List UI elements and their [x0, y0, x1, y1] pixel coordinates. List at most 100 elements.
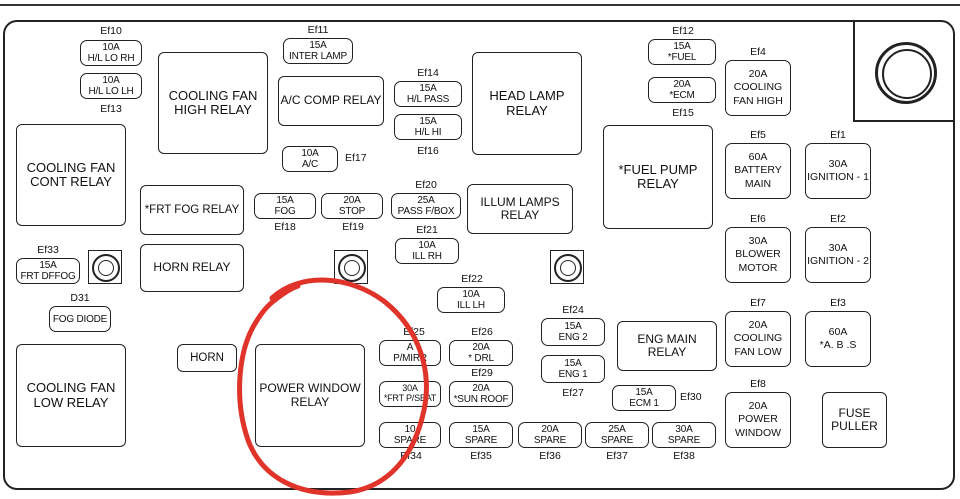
- fuse-rating: 10A: [418, 240, 436, 251]
- fuse-circuit: *A. B .S: [819, 339, 857, 351]
- fuse-rating: 20A: [343, 195, 361, 206]
- fog-diode: FOG DIODE: [49, 306, 111, 332]
- fuse-id-label: Ef11: [307, 24, 329, 36]
- fuse-id-label: Ef10: [100, 25, 122, 37]
- fuse-circuit: SPARE: [600, 435, 634, 446]
- relay-label: RELAY: [500, 208, 540, 222]
- fuse-rating: 15A: [419, 116, 437, 127]
- relay-label: HORN: [190, 351, 224, 364]
- fuse-rating: 20A: [541, 424, 559, 435]
- fuse-circuit: * DRL: [468, 353, 494, 364]
- fuse-id-label: Ef7: [750, 297, 766, 309]
- fuse-id-label: Ef1: [830, 129, 846, 141]
- fuse-id-label: Ef33: [37, 244, 59, 256]
- main-stud-bolt-icon: [853, 22, 953, 122]
- fuse-circuit: ILL RH: [412, 251, 442, 262]
- fuse-rating: 10A: [462, 289, 480, 300]
- fuse-rating: 60A: [748, 151, 768, 164]
- fuse-ef15: 20A*ECM: [648, 77, 716, 103]
- fuse-ef3: 60A*A. B .S: [805, 311, 871, 367]
- fuse-rating: 15A: [635, 387, 653, 398]
- fuse-id-label: D31: [70, 292, 90, 304]
- fuse-id-label: Ef4: [750, 46, 766, 58]
- fuse-rating: 10: [404, 424, 416, 435]
- fuse-rating: 10A: [301, 148, 319, 159]
- head-lamp-relay: HEAD LAMP RELAY: [472, 52, 582, 155]
- fuse-rating: 15A: [419, 83, 437, 94]
- fuse-rating: 10A: [102, 42, 120, 53]
- cooling-fan-high-relay: COOLING FAN HIGH RELAY: [158, 52, 268, 154]
- terminal-bolt-icon: [88, 250, 122, 284]
- fuse-circuit: POWER: [738, 413, 778, 426]
- fuse-rating: 20A: [472, 383, 490, 394]
- terminal-bolt-icon: [550, 250, 584, 284]
- fuse-id-label: Ef21: [416, 224, 438, 236]
- fuse-id-label: Ef18: [274, 221, 296, 233]
- fuse-id-label: Ef3: [830, 297, 846, 309]
- fuse-circuit: PASS F/BOX: [397, 206, 455, 217]
- fuse-id-label: Ef30: [680, 391, 702, 403]
- relay-label: POWER WINDOW: [259, 381, 361, 396]
- fuse-id-label: Ef37: [606, 450, 628, 462]
- fuse-circuit: *FUEL: [667, 52, 697, 63]
- fuse-rating: 30A: [675, 424, 693, 435]
- fuse-circuit: H/L LO LH: [88, 86, 134, 97]
- fuse-puller: FUSE PULLER: [822, 392, 887, 448]
- fuse-circuit: FOG: [274, 206, 296, 217]
- fuse-circuit: H/L PASS: [406, 94, 450, 105]
- horn-relay: HORN RELAY: [140, 244, 244, 292]
- relay-label: COOLING FAN: [26, 159, 116, 175]
- relay-label: HORN RELAY: [153, 260, 231, 275]
- fuse-rating: 20A: [748, 319, 768, 332]
- fuse-circuit: MOTOR: [738, 261, 778, 274]
- fuse-circuit: ENG 2: [558, 332, 588, 343]
- eng-main-relay: ENG MAIN RELAY: [617, 321, 717, 371]
- fuse-id-label: Ef36: [539, 450, 561, 462]
- fuse-circuit: H/L HI: [414, 127, 442, 138]
- fuse-circuit: BATTERY: [734, 164, 782, 177]
- fuse-circuit: ENG 1: [558, 369, 588, 380]
- fuel-pump-relay: *FUEL PUMP RELAY: [603, 125, 713, 229]
- fuse-rating: 15A: [564, 358, 582, 369]
- relay-label: RELAY: [290, 394, 330, 409]
- fuse-circuit: ILL LH: [457, 300, 485, 311]
- cooling-fan-cont-relay: COOLING FAN CONT RELAY: [16, 124, 126, 226]
- fuse-circuit: FOG DIODE: [52, 313, 108, 325]
- fuse-box-outline: [3, 20, 955, 490]
- fuse-circuit: WINDOW: [734, 426, 782, 439]
- cooling-fan-low-relay: COOLING FAN LOW RELAY: [16, 344, 126, 447]
- relay-label: FUSE: [838, 405, 871, 420]
- fuse-id-label: Ef29: [471, 367, 493, 379]
- fuse-rating: 30A: [748, 235, 768, 248]
- fuse-rating: 20A: [673, 79, 691, 90]
- fuse-rating: 15A: [472, 424, 490, 435]
- fuse-rating: 10A: [102, 75, 120, 86]
- fuse-circuit: IGNITION - 2: [807, 255, 869, 267]
- illum-lamps-relay: ILLUM LAMPS RELAY: [467, 184, 573, 234]
- fuse-ef29: 20A*SUN ROOF: [449, 381, 513, 407]
- fuse-id-label: Ef26: [471, 326, 493, 338]
- fuse-circuit: SPARE: [667, 435, 701, 446]
- fuse-circuit: MAIN: [744, 177, 772, 190]
- fuse-rating: 15A: [673, 41, 691, 52]
- screen-edge: [0, 4, 960, 499]
- fuse-rating: 15A: [276, 195, 294, 206]
- fuse-id-label: Ef15: [672, 107, 694, 119]
